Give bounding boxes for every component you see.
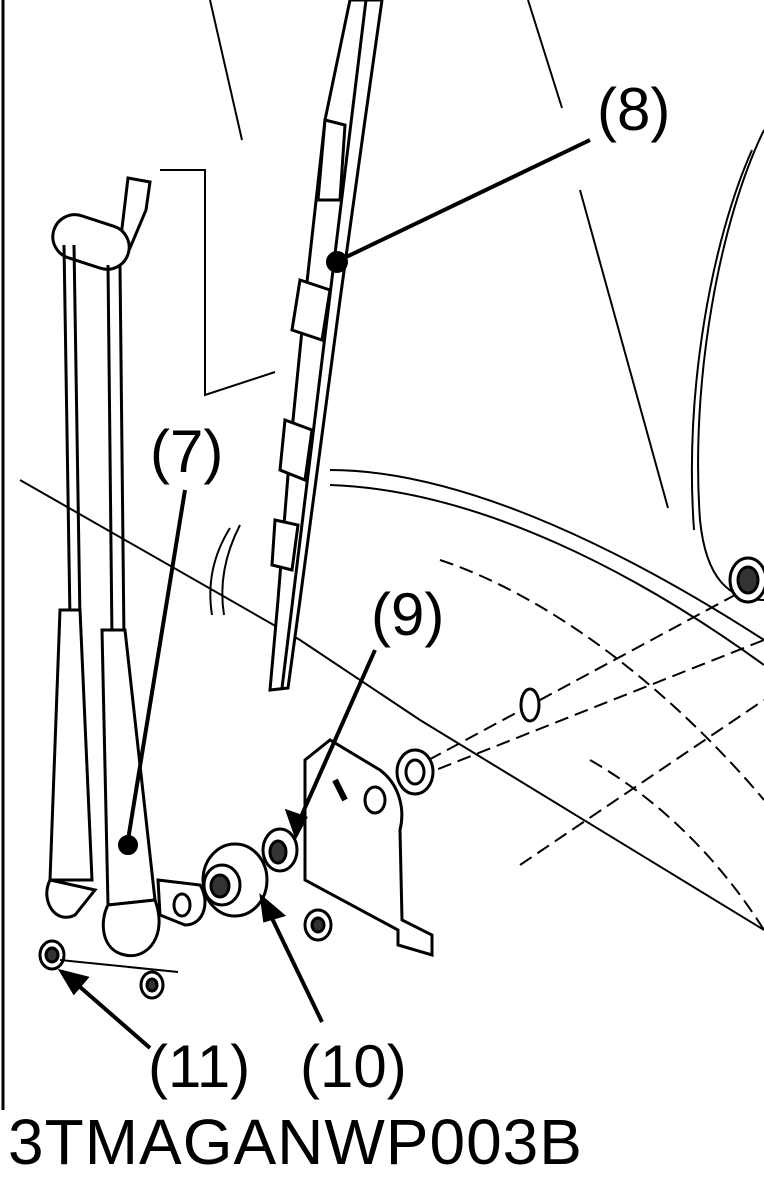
figure-code: 3TMAGANWP003B bbox=[8, 1106, 583, 1178]
callout-11: (11) bbox=[148, 1033, 251, 1100]
callout-7: (7) bbox=[150, 418, 224, 485]
cab-grommet bbox=[728, 556, 764, 604]
wiper-arm bbox=[45, 176, 161, 958]
leader-lines bbox=[57, 138, 591, 1050]
pivot-parts bbox=[156, 687, 541, 927]
nuts bbox=[38, 939, 179, 1000]
wiper-blade bbox=[268, 0, 384, 692]
wiper-assembly-diagram bbox=[1, 0, 764, 1110]
callout-9: (9) bbox=[371, 581, 445, 648]
callout-10: (10) bbox=[300, 1033, 407, 1100]
mounting-bracket bbox=[303, 738, 434, 958]
callout-8: (8) bbox=[597, 76, 671, 143]
